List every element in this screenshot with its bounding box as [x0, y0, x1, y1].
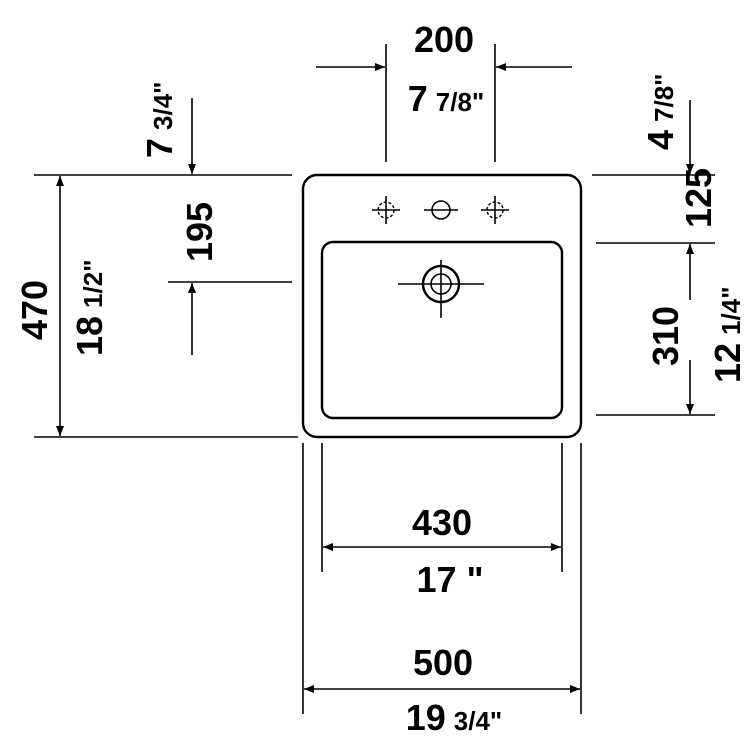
right-vertical-dimensions: 4 7/8" 125 310 12 1/4" — [592, 73, 748, 416]
bowl-depth-mm: 310 — [645, 306, 686, 366]
tap-offset-left-dimension: 7 3/4" 195 — [139, 81, 292, 355]
tap-offset-right-mm: 125 — [678, 168, 719, 228]
tap-spacing-inch: 7 7/8" — [408, 78, 485, 119]
basin-outline — [301, 173, 583, 439]
basin-outer-rim — [301, 173, 583, 439]
tap-holes — [372, 196, 509, 224]
overall-width-mm: 500 — [413, 642, 473, 683]
bowl-width-mm: 430 — [412, 502, 472, 543]
overall-width-inch: 19 3/4" — [406, 697, 503, 738]
tap-offset-right-inch: 4 7/8" — [640, 73, 681, 150]
overall-depth-mm: 470 — [14, 280, 55, 340]
tap-spacing-mm: 200 — [414, 19, 474, 60]
basin-bowl — [320, 240, 564, 420]
tap-spacing-dimension: 200 7 7/8" — [316, 19, 572, 162]
overall-depth-inch: 18 1/2" — [69, 259, 110, 356]
tap-offset-left-mm: 195 — [179, 202, 220, 262]
overall-width-dimension: 500 19 3/4" — [302, 443, 582, 738]
tap-offset-left-inch: 7 3/4" — [139, 81, 180, 158]
bowl-depth-inch: 12 1/4" — [707, 286, 748, 383]
bowl-width-dimension: 430 17 " — [321, 443, 563, 600]
drain — [398, 260, 484, 318]
overall-depth-dimension: 470 18 1/2" — [14, 174, 298, 438]
bowl-width-inch: 17 " — [416, 559, 483, 600]
